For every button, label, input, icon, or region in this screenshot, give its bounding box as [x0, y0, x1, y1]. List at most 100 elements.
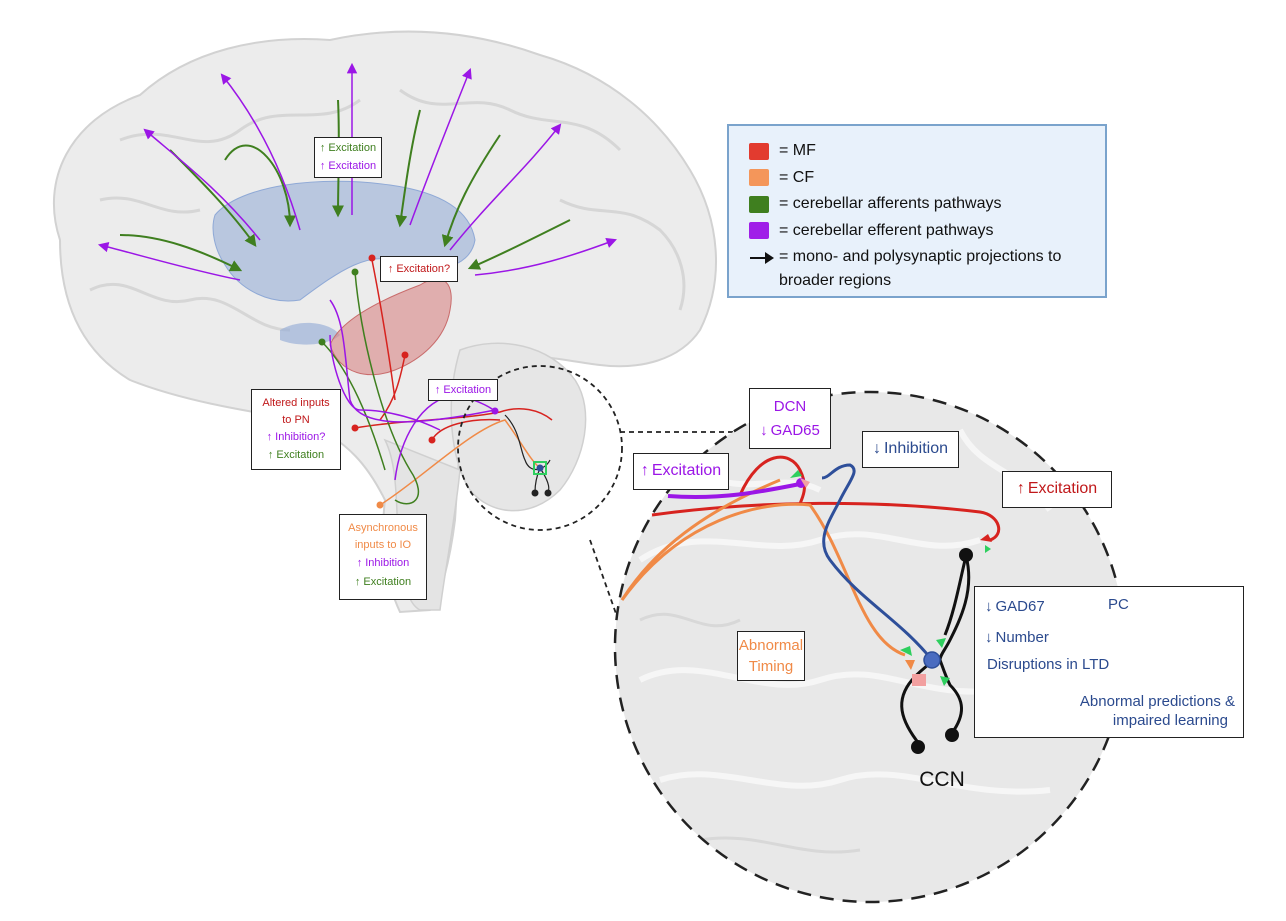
pc-line-number: Number [985, 629, 1049, 646]
label-text: Asynchronous [348, 521, 418, 534]
neuron-soma [531, 489, 539, 497]
up-arrow-icon [641, 462, 652, 480]
legend-swatch [749, 142, 769, 160]
label-text: Excitation [276, 448, 325, 461]
folia-line [699, 836, 861, 854]
legend-swatch [749, 169, 769, 187]
synapse-marker [533, 461, 547, 475]
ccn-dendrite [938, 659, 963, 734]
down-arrow-icon [985, 598, 996, 615]
up-arrow-icon [435, 384, 444, 396]
synapse-marker [985, 545, 991, 553]
ccn-dendrite [943, 555, 968, 636]
sulcus-line [89, 282, 291, 332]
down-arrow-icon [985, 629, 996, 646]
label-line: DCN [750, 394, 830, 418]
up-arrow-icon [320, 142, 329, 154]
label-line: Asynchronous [340, 519, 426, 536]
label-text: Excitation [328, 159, 377, 172]
legend-item-afferent: = cerebellar afferents pathways [749, 191, 1105, 218]
pc-axon [821, 463, 934, 661]
up-arrow-icon [357, 557, 366, 569]
zoom-source-circle [457, 365, 623, 531]
folia-line [638, 667, 1001, 695]
ccn-soma [959, 548, 973, 562]
legend-label: = mono- and polysynaptic projections to [779, 248, 1062, 266]
label-text: Excitation [328, 141, 377, 154]
pc-line-predictions: Abnormal predictions & [1079, 693, 1235, 710]
mf-pathway [371, 259, 396, 401]
label-line: Excitation [315, 138, 381, 157]
legend-label: = MF [779, 142, 816, 160]
cf-fiber [620, 502, 906, 657]
arrow-icon [749, 249, 775, 266]
pc-line-ltd: Disruptions in LTD [987, 656, 1110, 673]
down-arrow-icon [873, 440, 884, 458]
up-arrow-icon [1017, 480, 1028, 498]
label-text: Number [995, 629, 1049, 646]
label-line: Excitation [315, 157, 381, 174]
neuron-soma [351, 424, 359, 432]
neuron-soma [368, 254, 376, 262]
efferent-fiber [667, 482, 801, 500]
folia-line [638, 531, 981, 563]
legend: = MF = CF = cerebellar afferents pathway… [727, 124, 1107, 298]
label-text: Timing [748, 658, 794, 675]
zoomed-cerebellum [613, 390, 1127, 904]
label-text: Altered inputs [262, 396, 330, 409]
label-line: Inhibition? [252, 428, 340, 445]
neuron-soma [536, 464, 544, 472]
cf-fiber [620, 478, 781, 601]
synapse-marker [940, 676, 950, 686]
sulcus-line [399, 88, 622, 152]
purkinje-cell-soma [923, 651, 941, 669]
afferent-pathway [354, 271, 420, 505]
label-text: Excitation [443, 383, 492, 396]
neuron-soma [491, 407, 499, 415]
folia-line [659, 771, 1051, 795]
label-text: Excitation? [396, 262, 451, 275]
ccn-label: CCN [919, 768, 965, 791]
synapse-marker [900, 646, 912, 656]
label-text: Inhibition [883, 440, 949, 457]
legend-swatch [749, 195, 769, 213]
label-line: Timing [738, 656, 804, 677]
pc-line-gad67: GAD67 [985, 598, 1045, 615]
label-text: Excitation [1027, 480, 1098, 497]
label-line: inputs to IO [340, 536, 426, 553]
label-text: inputs to IO [354, 538, 412, 551]
synapse-marker [800, 478, 810, 488]
efferent-pathway [329, 299, 496, 423]
label-line: Excitation [252, 445, 340, 464]
cf-pathway [379, 419, 541, 506]
legend-item-arrow: = mono- and polysynaptic projections to [749, 244, 1105, 271]
folia-line [639, 612, 741, 628]
label-text: Abnormal [738, 637, 804, 654]
afferent-arrow [224, 144, 296, 228]
label-line: Excitation [429, 380, 497, 399]
up-arrow-icon [267, 431, 276, 443]
synapse-marker [936, 638, 946, 648]
ccn-soma [911, 740, 925, 754]
efferent-arrow [97, 241, 241, 281]
neuron-soma [428, 436, 436, 444]
inhibition-label-box: Inhibition [862, 431, 959, 468]
sulcus-line [99, 196, 201, 214]
label-text: Inhibition? [275, 430, 326, 443]
label-line: Excitation [634, 454, 728, 488]
midbrain-label-box: Excitation [428, 379, 498, 401]
timing-label-box: Abnormal Timing [737, 631, 805, 681]
label-text: Excitation [363, 576, 412, 588]
label-line: GAD65 [750, 418, 830, 442]
label-line: Inhibition [340, 553, 426, 572]
synapse-marker [790, 470, 802, 478]
up-arrow-icon [320, 160, 329, 172]
thalamus [329, 278, 452, 376]
label-line: Excitation [340, 572, 426, 592]
label-text: DCN [773, 397, 807, 415]
label-line: to PN [252, 411, 340, 428]
zoom-circle-fill [615, 392, 1125, 902]
neuron-soma [351, 268, 359, 276]
afferent-arrow [395, 109, 421, 228]
io-label-box: Asynchronous inputs to IO Inhibition Exc… [339, 514, 427, 600]
